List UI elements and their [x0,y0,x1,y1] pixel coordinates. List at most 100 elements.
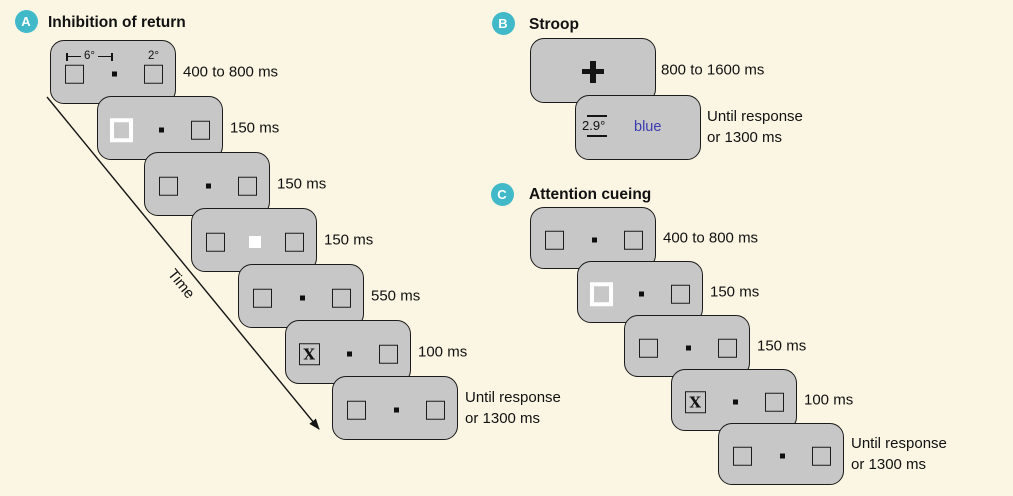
duration-label: 400 to 800 ms [183,62,278,83]
fixation-dot [205,183,211,189]
duration-label: 150 ms [757,336,806,357]
left-placeholder-box [347,401,366,420]
duration-line1: 150 ms [324,231,374,249]
panel-b-badge: B [491,11,515,35]
target-x-box: X [684,391,706,414]
lower-measure-line [587,135,608,137]
left-placeholder-box [733,447,752,466]
duration-line2: or 1300 ms [465,410,541,427]
screen-ior-7-response [332,376,458,440]
panel-a-badge: A [14,9,38,33]
screen-ior-1-fixation: 6° 2° [50,40,176,104]
duration-line1: Until response [465,389,561,406]
panel-b-title: Stroop [529,16,579,33]
word-size-value: 2.9° [582,118,606,133]
fixation-dot [299,295,305,301]
panel-c-title: Attention cueing [529,186,652,203]
duration-label: 150 ms [277,174,326,195]
duration-label: 400 to 800 ms [663,228,758,249]
fixation-dot [732,399,738,405]
duration-label: 100 ms [418,342,467,363]
fixation-dot [158,127,164,133]
left-placeholder-box [253,289,272,308]
eccentricity-label: 6° [84,50,95,62]
right-placeholder-box [718,339,737,358]
bracket-right-tick [111,52,113,61]
right-placeholder-box [379,345,398,364]
left-placeholder-box [545,231,564,250]
duration-line1: 150 ms [710,283,760,301]
screen-stroop-2-word: 2.9° blue [575,95,701,160]
duration-line1: 150 ms [230,119,280,137]
screen-cueing-1-fixation [530,207,656,269]
bracket-line [98,55,112,58]
duration-label: Until response or 1300 ms [465,387,561,429]
right-placeholder-box [426,401,445,420]
duration-line1: 100 ms [804,391,854,409]
screen-ior-2-cue-left [97,96,223,160]
fixation-dot [591,237,597,243]
word-size-annotation: 2.9° [582,115,608,137]
screen-cueing-4-target: X [671,369,797,431]
screen-stroop-1-fixation [530,38,656,103]
duration-line1: 150 ms [277,175,327,193]
left-placeholder-box [65,65,84,84]
right-placeholder-box [671,285,690,304]
duration-label: 150 ms [710,282,759,303]
duration-line2: or 1300 ms [707,129,783,146]
box-size-label: 2° [148,50,159,62]
fixation-dot [685,345,691,351]
duration-line1: 550 ms [371,287,421,305]
duration-line1: 400 to 800 ms [663,229,759,247]
target-x-box: X [298,343,320,366]
duration-line1: 100 ms [418,343,468,361]
screen-cueing-5-response [718,423,844,485]
bracket-line [67,55,81,58]
panel-c-badge: C [490,182,514,206]
fixation-dot [779,453,785,459]
eccentricity-bracket: 6° [66,50,113,63]
stroop-word: blue [634,119,662,135]
white-center-cue [249,236,261,249]
duration-line1: Until response [707,108,803,125]
cross-vertical-bar [590,60,596,83]
duration-label: 100 ms [804,390,853,411]
fixation-dot [111,71,117,77]
duration-label: Until response or 1300 ms [851,433,947,475]
duration-line2: or 1300 ms [851,456,927,473]
duration-label: 150 ms [324,230,373,251]
white-cue-box [589,282,613,307]
fixation-dot [638,291,644,297]
duration-line1: Until response [851,435,947,452]
screen-ior-6-target: X [285,320,411,384]
left-placeholder-box [639,339,658,358]
left-placeholder-box [159,177,178,196]
duration-line1: 800 to 1600 ms [661,61,765,79]
right-placeholder-box [191,121,210,140]
screen-ior-4-cue-center [191,208,317,272]
screen-ior-5-fixation [238,264,364,328]
right-placeholder-box [144,65,163,84]
right-placeholder-box [765,393,784,412]
right-placeholder-box [624,231,643,250]
screen-cueing-3-fixation [624,315,750,377]
duration-line1: 400 to 800 ms [183,63,279,81]
fixation-cross [582,60,604,83]
right-placeholder-box [238,177,257,196]
right-placeholder-box [285,233,304,252]
screen-ior-3-fixation [144,152,270,216]
duration-label: 150 ms [230,118,279,139]
duration-label: 800 to 1600 ms [661,60,764,81]
upper-measure-line [587,115,608,117]
left-placeholder-box [206,233,225,252]
time-axis-label: Time [164,265,198,303]
white-cue-box [109,118,133,143]
duration-label: Until response or 1300 ms [707,106,803,148]
right-placeholder-box [332,289,351,308]
panel-a-title: Inhibition of return [48,14,186,31]
bracket-left-tick [66,52,68,61]
right-placeholder-box [812,447,831,466]
fixation-dot [393,407,399,413]
screen-cueing-2-cue-left [577,261,703,323]
